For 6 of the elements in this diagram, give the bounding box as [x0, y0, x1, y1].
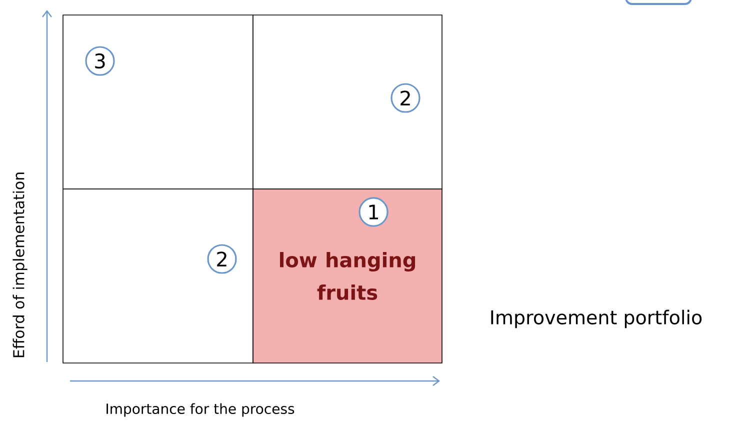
- portfolio-caption: Improvement portfolio: [491, 310, 702, 328]
- quadrant-box: [62, 14, 254, 190]
- quadrant-box: [62, 188, 254, 364]
- axis-title: Importance for the process: [106, 403, 294, 417]
- quadrant-box: [252, 14, 442, 190]
- axis-title: Efford of implementation: [12, 172, 28, 358]
